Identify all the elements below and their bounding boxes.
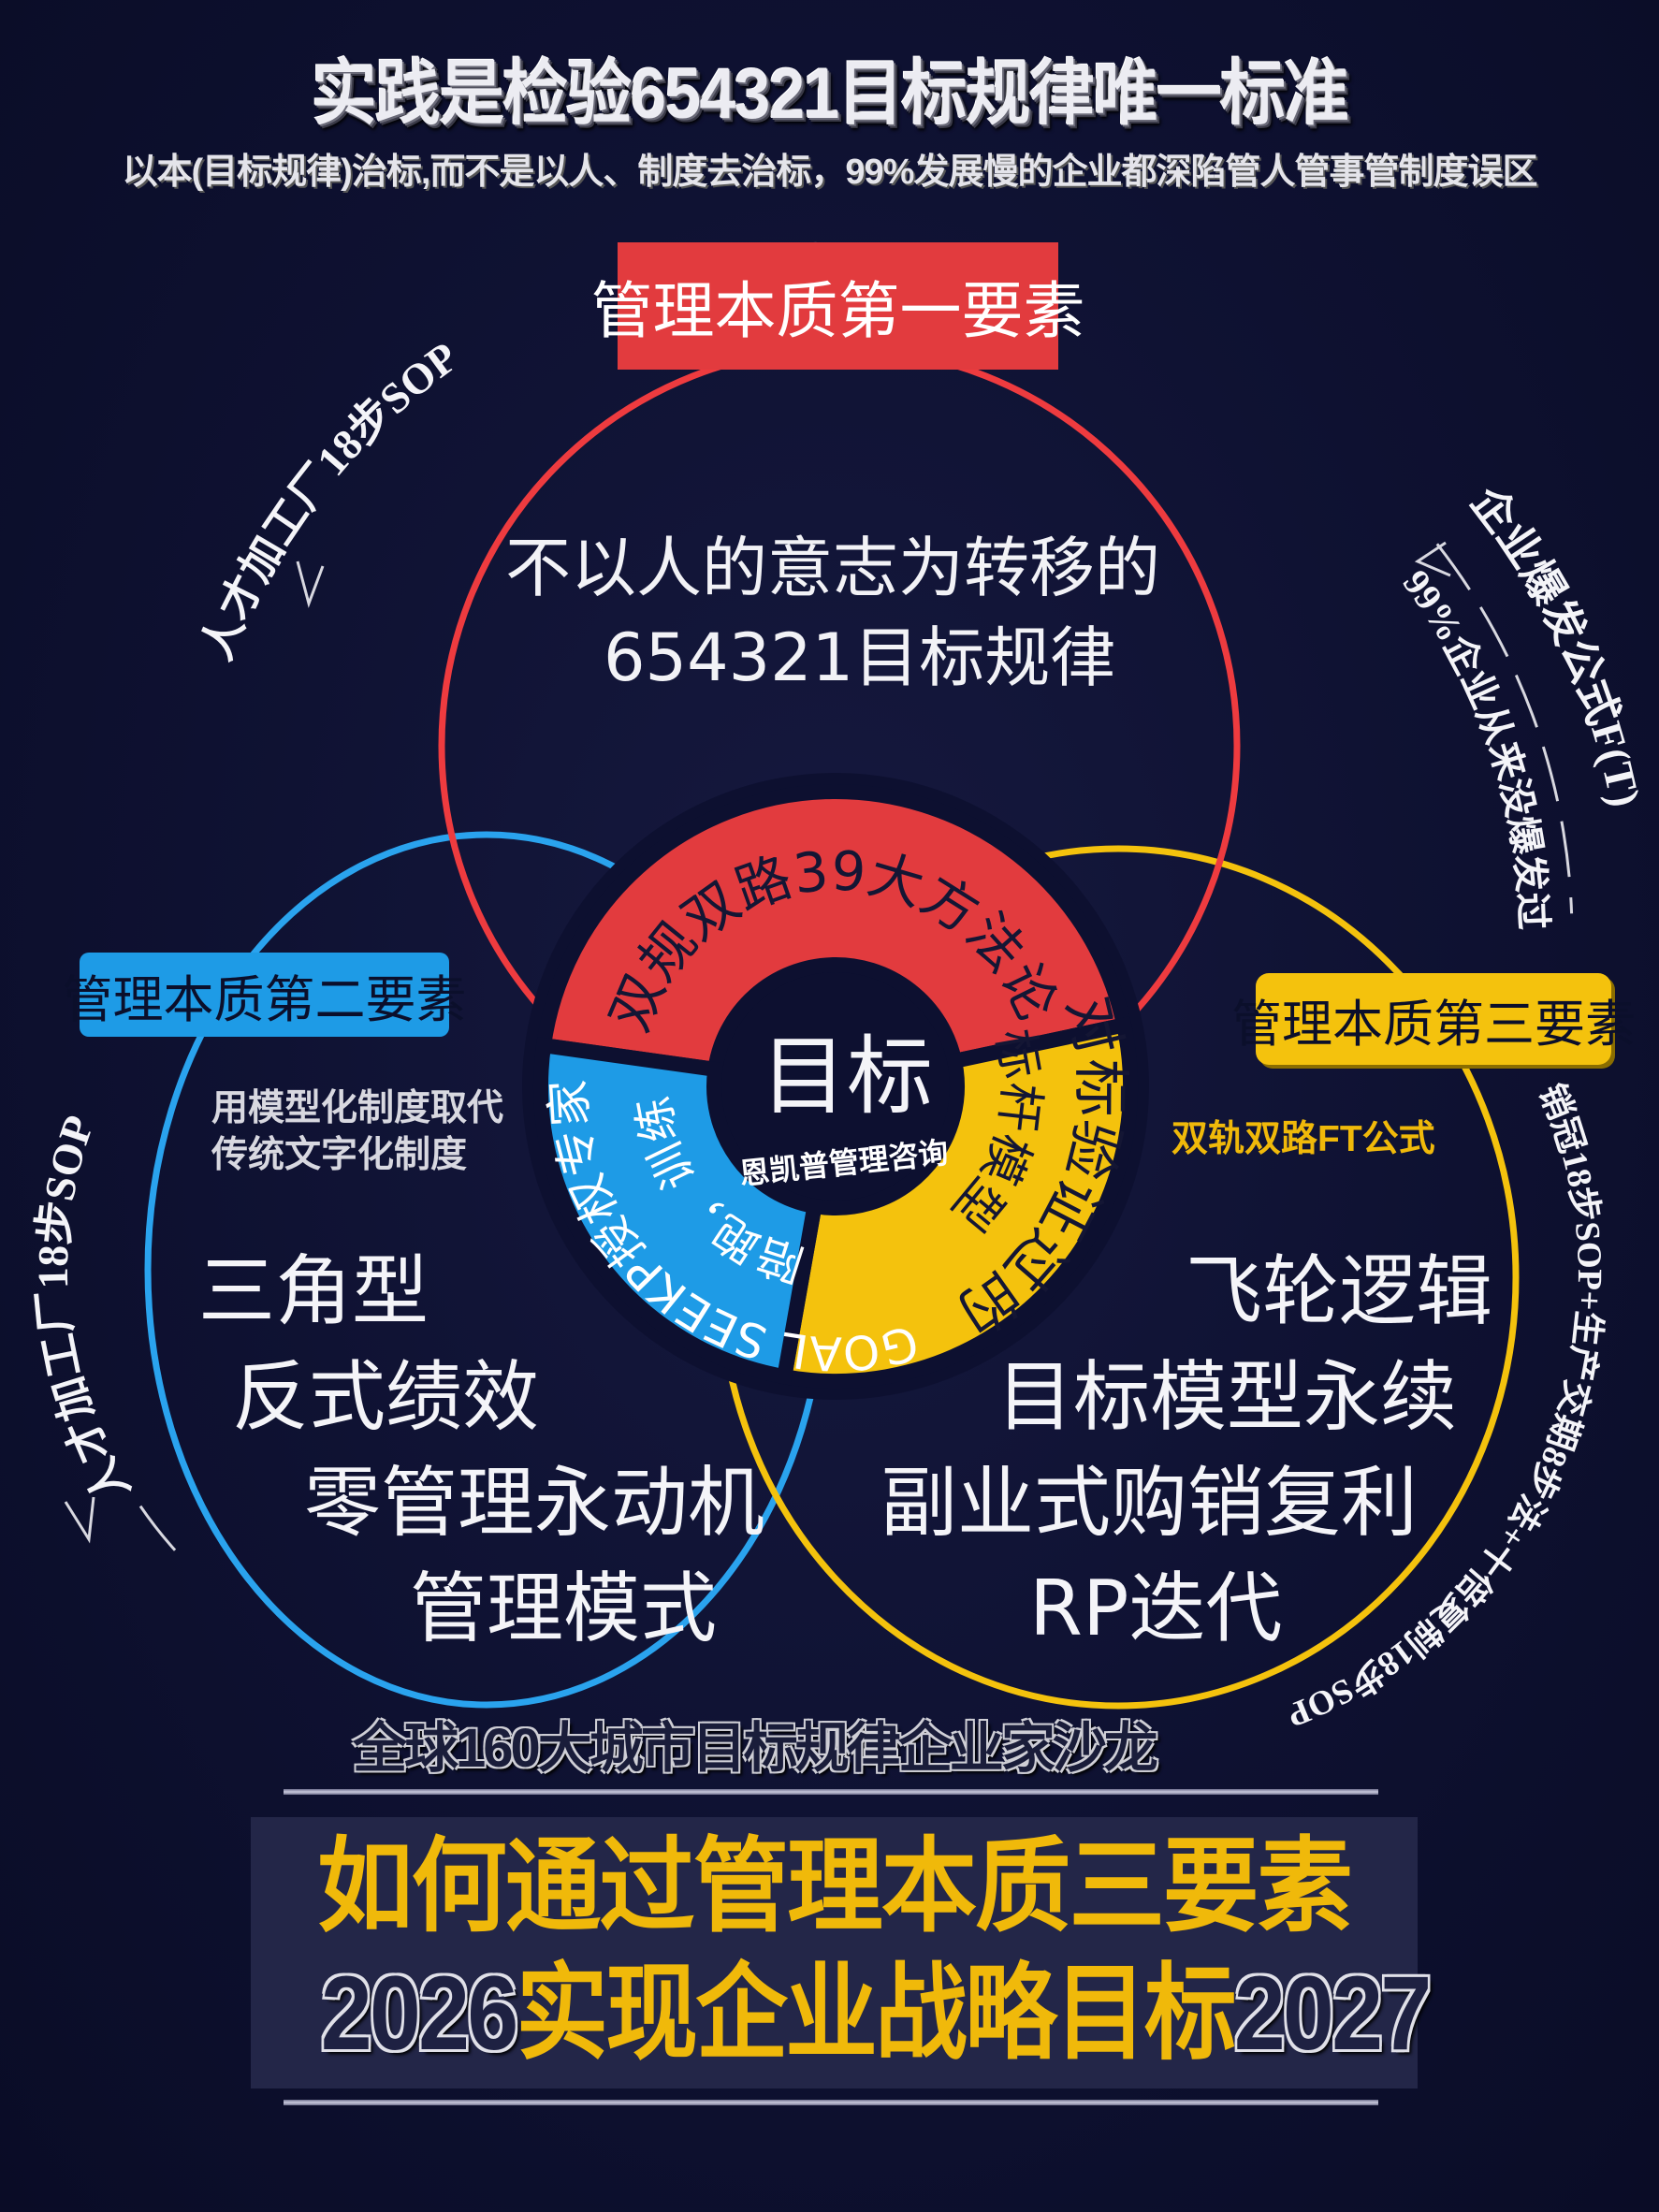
second-element-line: 管理模式 [410, 1564, 718, 1653]
headline-line2: 2026实现企业战略目标2027 [320, 1955, 1432, 2072]
second-element-note2: 传统文字化制度 [211, 1135, 468, 1175]
arc-text-right-inner: 99%企业从来没爆发过 [1395, 562, 1555, 931]
page-title: 实践是检验654321目标规律唯一标准 [311, 54, 1349, 134]
first-element-line1: 不以人的意志为转移的 [505, 530, 1160, 606]
inner-ring [533, 784, 1138, 1389]
second-element-line: 三角型 [198, 1247, 429, 1336]
chevron-left-icon [1414, 541, 1451, 577]
divider [284, 2100, 1378, 2105]
arc-text-top-left: 人才加工厂18步SOP [193, 332, 467, 666]
year-start: 2026 [320, 1955, 518, 2072]
first-element-label: 管理本质第一要素 [591, 242, 1085, 370]
second-element-note1: 用模型化制度取代 [211, 1088, 504, 1128]
third-element-line: 副业式购销复利 [880, 1459, 1418, 1548]
second-element-label: 管理本质第二要素 [63, 953, 467, 1037]
dashed-arc [138, 1503, 177, 1551]
third-element-label: 管理本质第三要素 [1231, 973, 1636, 1065]
second-element-line: 反式绩效 [232, 1353, 540, 1442]
chevron-down-icon [296, 560, 325, 608]
red-ring-segment [535, 784, 1133, 1078]
second-element-line: 零管理永动机 [304, 1459, 765, 1548]
salon-heading: 全球160大城市目标规律企业家沙龙 [353, 1718, 1158, 1779]
center-title: 目标 [761, 1026, 933, 1127]
blue-ring-segment [533, 1037, 823, 1386]
dashed-arc [1435, 543, 1574, 914]
year-end: 2027 [1233, 1955, 1432, 2072]
third-element-line: 飞轮逻辑 [1185, 1247, 1492, 1336]
arc-text-left: 人才加工厂18步SOP [29, 1110, 138, 1511]
inner-core [721, 972, 950, 1201]
first-element-line2: 654321目标规律 [604, 619, 1116, 696]
headline-line2-text: 实现企业战略目标 [516, 1955, 1237, 2072]
chevron-down-icon [64, 1496, 95, 1544]
page-subtitle: 以本(目标规律)治标,而不是以人、制度去治标，99%发展慢的企业都深陷管人管事管… [122, 153, 1538, 192]
third-element-note: 双轨双路FT公式 [1171, 1119, 1435, 1159]
divider [284, 1789, 1378, 1795]
headline-box: 如何通过管理本质三要素 2026实现企业战略目标2027 [251, 1817, 1432, 2088]
third-element-line: 目标模型永续 [996, 1353, 1457, 1442]
headline-line1: 如何通过管理本质三要素 [317, 1829, 1353, 1944]
yellow-ring-segment [776, 1016, 1138, 1389]
third-element-line: RP迭代 [1029, 1564, 1283, 1653]
